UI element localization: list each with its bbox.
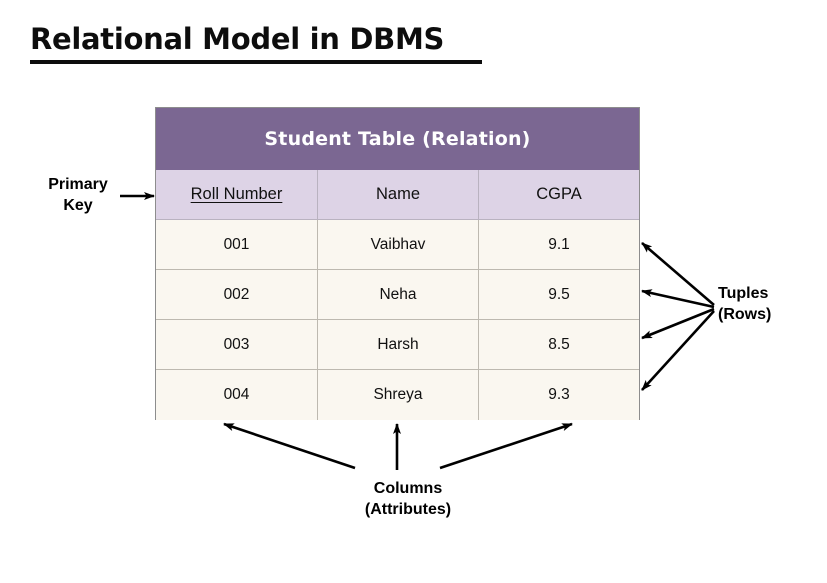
cell-roll-number: 004 — [156, 370, 318, 420]
cell-roll-number: 002 — [156, 270, 318, 319]
table-caption-text: Student Table (Relation) — [264, 128, 531, 150]
cell-name: Harsh — [318, 320, 479, 369]
cell-name: Neha — [318, 270, 479, 319]
tuples-label-line2: (Rows) — [718, 306, 772, 323]
column-header-roll-number[interactable]: Roll Number — [156, 170, 318, 219]
tuples-label-line1: Tuples — [718, 285, 769, 302]
student-table: Student Table (Relation) Roll Number Nam… — [155, 107, 640, 420]
columns-label-line2: (Attributes) — [364, 501, 452, 518]
column-arrow-roll-number — [223, 422, 356, 470]
table-row[interactable]: 002 Neha 9.5 — [156, 270, 639, 320]
column-header-name-label: Name — [375, 185, 420, 203]
table-caption-bar: Student Table (Relation) — [156, 108, 639, 170]
column-header-cgpa[interactable]: CGPA — [479, 170, 639, 219]
column-header-cgpa-label: CGPA — [536, 185, 582, 203]
columns-label: Columns (Attributes) — [318, 478, 498, 520]
column-arrow-cgpa — [439, 422, 573, 470]
table-row[interactable]: 001 Vaibhav 9.1 — [156, 220, 639, 270]
table-row[interactable]: 003 Harsh 8.5 — [156, 320, 639, 370]
tuple-arrow-row-3 — [641, 307, 715, 340]
table-row[interactable]: 004 Shreya 9.3 — [156, 370, 639, 420]
cell-cgpa: 9.1 — [548, 235, 570, 253]
cell-name: Vaibhav — [318, 220, 479, 269]
primary-key-label-line2: Key — [63, 197, 93, 214]
primary-key-label-line1: Primary — [48, 176, 108, 193]
cell-cgpa: 9.3 — [548, 386, 570, 403]
column-header-roll-number-label: Roll Number — [190, 185, 283, 203]
primary-key-label: Primary Key — [24, 174, 132, 216]
page-title: Relational Model in DBMS — [30, 22, 445, 56]
cell-cgpa: 8.5 — [548, 335, 570, 353]
table-column-header-row: Roll Number Name CGPA — [156, 170, 639, 220]
cell-name: Shreya — [318, 370, 479, 420]
cell-roll-number: 003 — [156, 320, 318, 369]
page-title-underline — [30, 60, 482, 64]
tuple-arrow-row-1 — [641, 242, 715, 306]
column-header-name[interactable]: Name — [318, 170, 479, 219]
cell-cgpa: 9.5 — [548, 285, 570, 303]
columns-label-line1: Columns — [373, 480, 443, 497]
tuple-arrow-row-4 — [641, 310, 715, 391]
tuple-arrow-row-2 — [641, 289, 715, 309]
tuples-label: Tuples (Rows) — [718, 283, 822, 325]
cell-roll-number: 001 — [156, 220, 318, 269]
